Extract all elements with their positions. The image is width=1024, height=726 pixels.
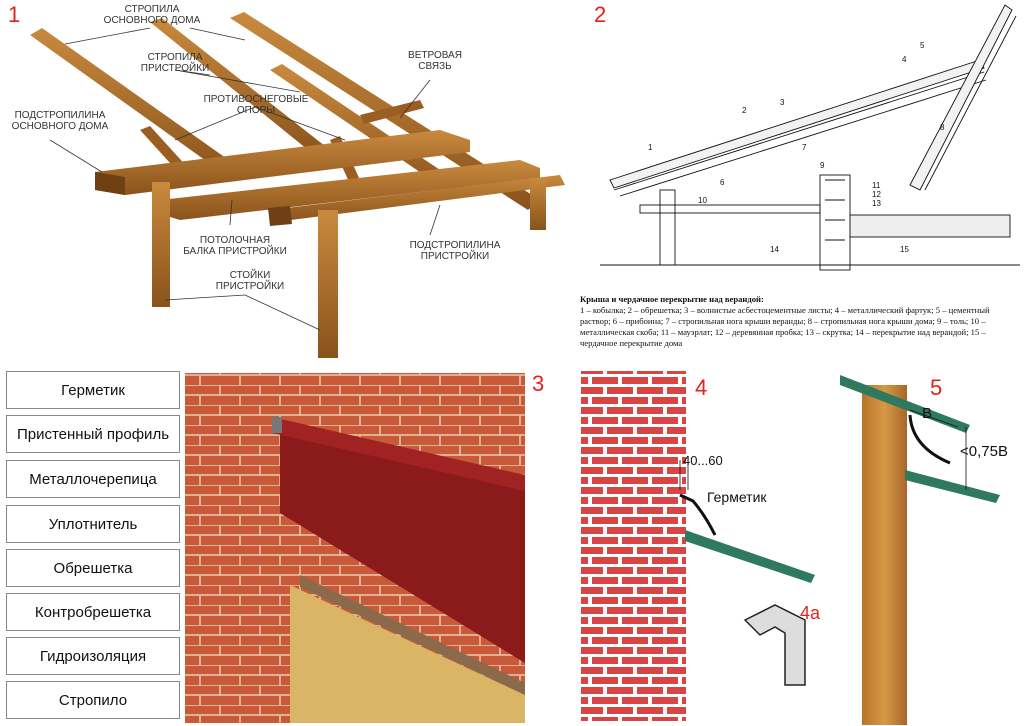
callout-6: 6 <box>720 178 725 187</box>
top-roof-5 <box>840 375 970 433</box>
panel-2-section-drawing: 2 1 2 3 4 5 6 7 8 <box>580 0 1024 365</box>
label-metal-tile: Металлочерепица <box>6 460 180 498</box>
callout-13: 13 <box>872 199 881 208</box>
label-counter-battens: Контробрешетка <box>6 593 180 631</box>
post-2 <box>318 210 338 358</box>
flashing-4 <box>679 493 717 536</box>
callout-11: 11 <box>872 181 881 190</box>
label-seal: Уплотнитель <box>6 505 180 543</box>
panel-4a-number: 4а <box>800 603 821 623</box>
sealant-strip <box>272 417 282 433</box>
label-battens: Обрешетка <box>6 549 180 587</box>
label-wind-brace: ВЕТРОВАЯ СВЯЗЬ <box>408 50 462 72</box>
flashing-section-4a <box>743 604 806 686</box>
callout-4: 4 <box>902 55 907 64</box>
wall-junction-drawing <box>185 373 525 723</box>
callout-3: 3 <box>780 98 785 107</box>
wall-profile <box>272 417 525 491</box>
roof-green-4 <box>685 530 815 583</box>
caption-title: Крыша и чердачное перекрытие над верандо… <box>580 294 764 304</box>
callout-1: 1 <box>648 143 653 152</box>
wall-plate-ext <box>270 175 565 222</box>
panel-4-brick-flashing: 4 40...60 Герметик 4а <box>575 365 830 726</box>
callout-12: 12 <box>872 190 881 199</box>
bottom-roof-5 <box>905 470 1000 503</box>
label-sealant-4: Герметик <box>707 489 767 505</box>
panel-3-wall-junction: 3 Герметик Пристенный профиль Металлочер… <box>0 365 550 726</box>
callout-8: 8 <box>940 123 945 132</box>
wind-brace <box>360 100 424 124</box>
panel-5-number: 5 <box>930 375 943 400</box>
wall-plate-main <box>95 130 470 195</box>
caption-body: 1 – кобылка; 2 – обрешетка; 3 – волнисты… <box>580 305 990 348</box>
label-rafter: Стропило <box>6 681 180 719</box>
section-callout-numbers: 1 2 3 4 5 6 7 8 9 10 11 12 13 14 15 <box>648 41 945 254</box>
ceiling-beam <box>160 160 540 220</box>
callout-14: 14 <box>770 245 779 254</box>
section-caption: Крыша и чердачное перекрытие над верандо… <box>580 294 1020 349</box>
label-posts: СТОЙКИ ПРИСТРОЙКИ <box>215 270 285 292</box>
panel-1-number: 1 <box>8 2 21 27</box>
timber-frame-drawing <box>30 12 565 358</box>
rafter-wood <box>290 585 525 723</box>
flashing-5 <box>908 414 951 465</box>
panel-2-number: 2 <box>594 2 607 27</box>
label-wall-profile: Пристенный профиль <box>6 415 180 453</box>
veranda-section-svg: 1 2 3 4 5 6 7 8 9 10 11 12 13 14 15 <box>600 4 1020 271</box>
post-1 <box>152 182 170 307</box>
label-snow-supports: ПРОТИВОСНЕГОВЫЕ ОПОРЫ <box>203 94 309 116</box>
callout-5: 5 <box>920 41 925 50</box>
label-wall-plate-ext: ПОДСТРОПИЛИНА ПРИСТРОЙКИ <box>409 240 501 262</box>
panel-3-number: 3 <box>532 371 545 396</box>
main-rafter-left <box>30 28 240 178</box>
panel-1-roof-frame: 1 <box>0 0 580 365</box>
callout-9: 9 <box>820 161 825 170</box>
ext-rafter-2 <box>270 64 470 198</box>
label-wall-plate-main: ПОДСТРОПИЛИНА ОСНОВНОГО ДОМА <box>11 110 109 132</box>
callout-7: 7 <box>802 143 807 152</box>
wood-flashing-svg <box>840 375 1000 725</box>
label-ceiling-beam: ПОТОЛОЧНАЯ БАЛКА ПРИСТРОЙКИ <box>183 235 287 257</box>
label-b: В <box>922 405 933 422</box>
label-rafters-ext: СТРОПИЛА ПРИСТРОЙКИ <box>140 52 210 74</box>
dimension-40-60: 40...60 <box>683 453 723 468</box>
label-sealant: Герметик <box>6 371 180 409</box>
panel-5-wood-flashing: 5 В <0,75В <box>830 365 1024 726</box>
label-waterproofing: Гидроизоляция <box>6 637 180 675</box>
brick-flashing-svg <box>581 371 815 721</box>
label-ratio: <0,75В <box>960 443 1008 460</box>
panel-4-number: 4 <box>695 375 708 400</box>
waterproofing-layer <box>300 575 525 695</box>
post-3 <box>530 178 546 230</box>
callout-10: 10 <box>698 196 707 205</box>
metal-tile <box>280 427 525 663</box>
callout-2: 2 <box>742 106 747 115</box>
callout-15: 15 <box>900 245 909 254</box>
ext-rafter-1 <box>150 18 330 158</box>
label-rafters-main: СТРОПИЛА ОСНОВНОГО ДОМА <box>103 4 201 26</box>
